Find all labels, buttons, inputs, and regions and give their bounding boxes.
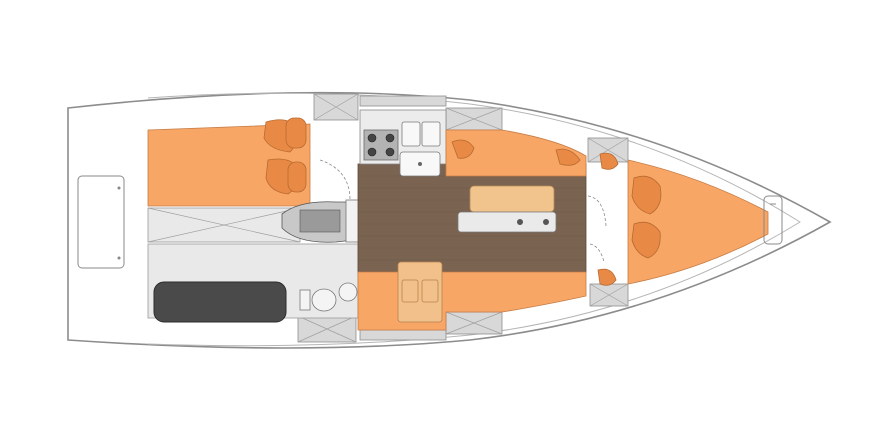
chart-table [397,261,443,323]
table-centre-console [457,211,557,233]
aft-berth-cushion [285,117,307,149]
anchor-locker [763,195,783,245]
saloon-table [469,185,555,213]
shower-tray [153,281,287,323]
fore-v-berth [627,159,769,285]
settee-cushion-top-1 [451,139,475,159]
stern-hatch [77,175,125,269]
fore-cabin-cushion [599,152,619,170]
settee-cushion-top-2 [555,148,581,166]
fore-berth-pillow-1 [631,175,662,215]
saloon-settee-port [445,129,587,177]
cooker-hob [363,129,399,161]
burner-icon [367,133,377,143]
toilet [311,288,337,312]
washbasin [338,282,358,302]
fore-berth-pillow-2 [631,221,661,259]
